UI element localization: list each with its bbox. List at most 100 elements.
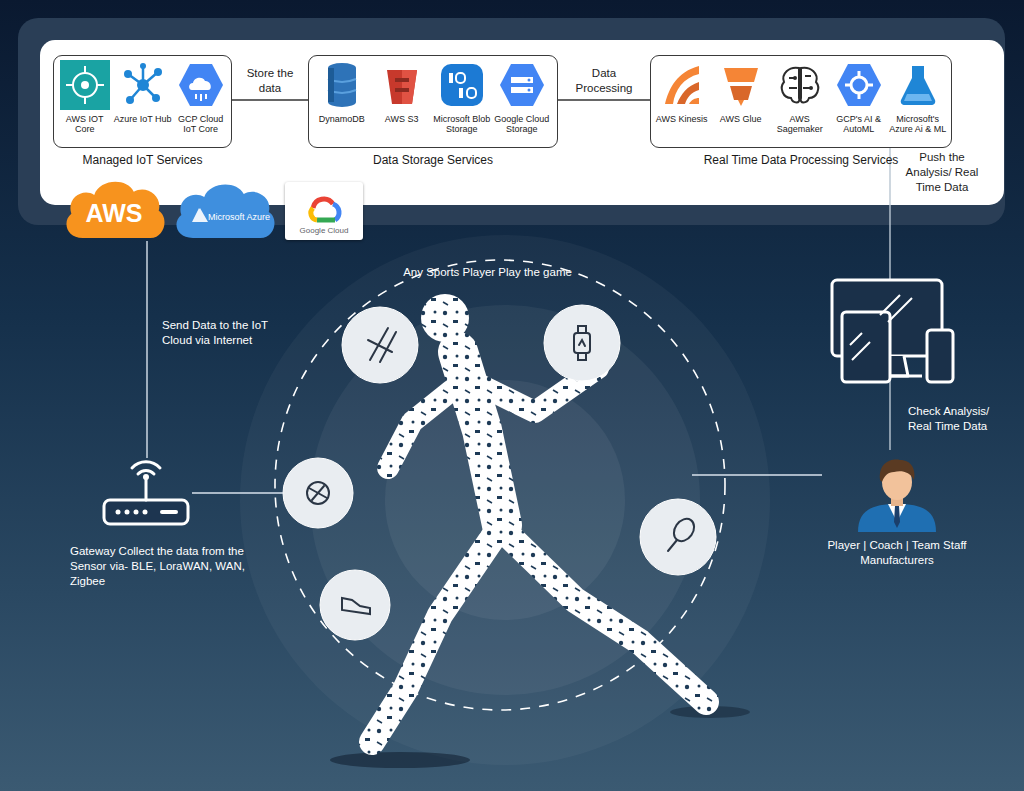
icon	[176, 60, 226, 110]
drawing-rect	[449, 73, 453, 83]
drawing-rect	[441, 64, 483, 106]
svc-node: AWS S3	[372, 60, 432, 124]
node-text: AWS IOT Core	[56, 114, 114, 134]
svc-node: AWS Kinesis	[653, 60, 711, 124]
service-icon	[317, 60, 367, 110]
drawing-rect	[160, 510, 178, 514]
drawing-rect	[40, 40, 1004, 205]
service-icon	[893, 60, 943, 110]
shape-art	[172, 178, 276, 242]
drawing-path	[145, 478, 148, 500]
drawing-path	[402, 70, 417, 104]
drawing-g	[328, 63, 356, 107]
service-icon	[176, 60, 226, 110]
drawing-path	[176, 185, 274, 238]
svc-node: Microsoft's Azure Ai & ML	[889, 60, 947, 134]
svc-node: Azure IoT Hub	[114, 60, 172, 124]
drawing-g	[104, 462, 188, 524]
drawing-rect	[328, 68, 356, 102]
drawing-g	[283, 305, 716, 640]
drawing-circle	[283, 458, 353, 528]
drawing-path	[342, 598, 370, 614]
connector	[146, 241, 147, 458]
drawing-path	[665, 66, 699, 104]
drawing-rect	[328, 68, 334, 102]
drawing-path	[781, 67, 799, 102]
drawing-path	[850, 333, 870, 360]
drawing-path	[309, 486, 327, 500]
drawing-path	[372, 530, 498, 742]
drawing-g	[176, 185, 274, 238]
drawing-rect	[927, 330, 953, 382]
icon	[377, 60, 427, 110]
group-node: Data Storage ServicesDynamoDBAWS S3Micro…	[308, 55, 558, 148]
drawing-circle	[126, 96, 134, 104]
connector	[692, 474, 822, 475]
node-text: Microsoft's Azure Ai & ML	[889, 114, 947, 134]
group-node: Real Time Data Processing ServicesAWS Ki…	[650, 55, 952, 148]
service-icon	[834, 60, 884, 110]
drawing-path	[800, 67, 818, 102]
drawing-circle	[152, 94, 160, 102]
icon	[716, 60, 766, 110]
drawing-path	[311, 208, 317, 220]
drawing-circle	[421, 294, 469, 342]
drawing-circle	[116, 510, 121, 515]
node-text: AWS Glue	[712, 114, 770, 124]
drawing-path	[880, 295, 912, 322]
person-node: Player | Coach | Team Staff Manufacturer…	[822, 450, 972, 580]
service-icon	[60, 60, 110, 110]
drawing-circle	[307, 482, 329, 504]
drawing-g	[311, 199, 339, 220]
node-text: Gateway Collect the data from the Sensor…	[70, 544, 248, 589]
connector	[232, 99, 308, 100]
node-text: Google Cloud	[285, 226, 363, 235]
service-icon	[716, 60, 766, 110]
svc-node: AWS Glue	[712, 60, 770, 124]
icon	[118, 60, 168, 110]
node-text: DynamoDB	[312, 114, 372, 124]
svc-node: Google Cloud Storage	[492, 60, 552, 134]
node-text: Azure IoT Hub	[114, 114, 172, 124]
edge-label: Store the data	[240, 66, 300, 96]
drawing-g	[781, 67, 817, 102]
icon	[437, 60, 487, 110]
svc-node: DynamoDB	[312, 60, 372, 124]
drawing-rect	[104, 500, 188, 524]
icon	[60, 60, 110, 110]
node-text: AWS S3	[372, 114, 432, 124]
node-text: Microsoft Azure	[208, 212, 272, 222]
svc-node: Microsoft Blob Storage	[432, 60, 492, 134]
drawing-circle	[851, 77, 867, 93]
drawing-path	[789, 76, 811, 88]
node-text: AWS	[62, 199, 166, 228]
svc-node: AWS Sagemaker	[771, 60, 829, 134]
drawing-ellipse	[670, 515, 699, 545]
aws-node: AWS	[62, 175, 166, 241]
drawing-rect	[842, 312, 890, 382]
node-text: Managed IoT Services	[24, 153, 261, 167]
drawing-circle	[793, 76, 797, 80]
drawing-circle	[809, 86, 813, 90]
node-text: Google Cloud Storage	[492, 114, 552, 134]
drawing-rect	[18, 18, 1005, 225]
drawing-path	[677, 82, 699, 104]
edge-label: Push the Analysis/ Real Time Data	[897, 150, 987, 195]
box-part	[822, 450, 972, 532]
node-text: GCP's AI & AutoML	[830, 114, 888, 134]
node-text: GCP Cloud IoT Core	[172, 114, 230, 134]
drawing-path	[313, 199, 333, 208]
drawing-path	[192, 208, 208, 222]
service-icon	[437, 60, 487, 110]
drawing-circle	[81, 81, 89, 89]
azure-node: Microsoft Azure	[172, 178, 276, 242]
drawing-path	[132, 462, 160, 474]
box-part	[172, 178, 276, 242]
icon	[497, 60, 547, 110]
icon	[317, 60, 367, 110]
node-text: Any Sports Player Play the game	[283, 266, 692, 278]
drawing-path	[894, 506, 900, 528]
drawing-ellipse	[330, 752, 470, 768]
node-text: AWS Sagemaker	[771, 114, 829, 134]
